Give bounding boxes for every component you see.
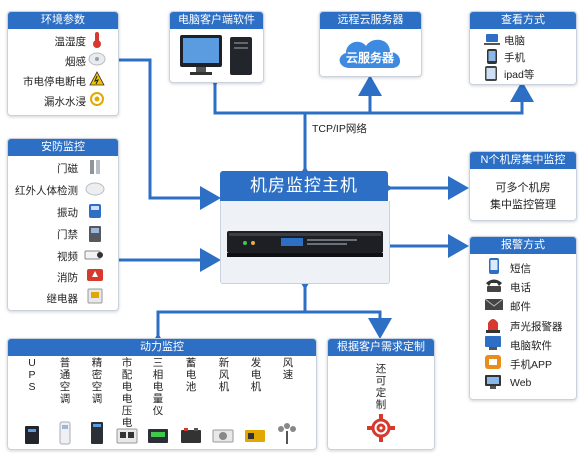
distribution-meter-icon — [116, 428, 138, 444]
relay-icon — [87, 288, 103, 304]
alarm-item: Web — [510, 377, 532, 389]
security-item: 红外人体检测 — [15, 185, 78, 197]
power-panel: 动力监控 UPS 普通空调 精密空调 市配电电压电流 三相电量仪 蓄电池 新风机… — [7, 338, 317, 450]
laptop-icon — [484, 34, 500, 45]
desktop-computer-icon — [180, 35, 252, 75]
alarm-title: 报警方式 — [470, 237, 576, 254]
alarm-item: 邮件 — [510, 301, 531, 313]
env-title: 环境参数 — [8, 12, 118, 29]
cloud-title: 远程云服务器 — [320, 12, 421, 29]
web-icon — [485, 375, 501, 389]
security-item: 视频 — [57, 251, 78, 263]
telephone-icon — [486, 279, 502, 292]
security-item: 继电器 — [46, 293, 79, 305]
door-magnet-icon — [90, 160, 100, 174]
power-title: 动力监控 — [8, 339, 316, 356]
env-item: 烟感 — [65, 56, 86, 68]
power-warning-icon — [89, 71, 105, 86]
power-col-label: 精密空调 — [91, 357, 103, 405]
network-label: TCP/IP网络 — [312, 123, 367, 135]
phone-icon — [487, 49, 497, 64]
power-meter-icon — [148, 429, 168, 443]
env-item: 漏水水浸 — [44, 96, 86, 108]
security-item: 门禁 — [57, 229, 78, 241]
bottom-bus — [146, 310, 392, 354]
env-item: 温湿度 — [54, 36, 87, 48]
power-col-label: 新风机 — [218, 357, 230, 393]
power-col-label: 普通空调 — [59, 357, 71, 405]
power-col-label: 三相电量仪 — [152, 357, 164, 417]
alarm-item: 声光报警器 — [510, 321, 563, 333]
env-panel: 环境参数 温湿度 烟感 市电停电断电 漏水水浸 — [7, 11, 119, 116]
rack-server-icon — [227, 231, 383, 257]
env-link — [100, 48, 221, 210]
ncenter-line1: 可多个机房 — [495, 182, 551, 194]
security-panel: 安防监控 门磁 红外人体检测 振动 门禁 视频 消防 继电器 — [7, 138, 119, 311]
alarm-item: 短信 — [510, 263, 531, 275]
ups-icon — [25, 426, 39, 444]
tablet-icon — [485, 66, 497, 81]
custom-text: 还可定制 — [375, 363, 387, 411]
camera-icon — [84, 250, 103, 260]
power-col-label: UPS — [28, 357, 36, 393]
alarm-item: 电话 — [510, 282, 531, 294]
host-device — [220, 201, 390, 284]
security-item: 门磁 — [57, 163, 78, 175]
env-item: 市电停电断电 — [23, 76, 86, 88]
cloud-icon — [339, 39, 401, 68]
generator-icon — [245, 430, 265, 442]
custom-title: 根据客户需求定制 — [328, 339, 434, 356]
ncenter-line2: 集中监控管理 — [490, 199, 556, 211]
view-panel: 查看方式 电脑 手机 ipad等 — [469, 11, 577, 85]
cloud-label: 云服务器 — [346, 51, 395, 65]
mobile-app-icon — [485, 355, 501, 369]
thermometer-icon — [93, 32, 101, 48]
alarm-item: 电脑软件 — [510, 340, 552, 352]
ncenter-title: N个机房集中监控 — [470, 152, 576, 169]
custom-panel: 根据客户需求定制 还可定制 — [327, 338, 435, 450]
sms-phone-icon — [489, 258, 499, 274]
power-col-label: 风速 — [282, 357, 294, 381]
view-title: 查看方式 — [470, 12, 576, 29]
host-title: 机房监控主机 — [220, 171, 388, 201]
access-control-icon — [89, 226, 101, 242]
pc-software-icon — [485, 336, 501, 350]
air-conditioner-icon — [59, 421, 71, 445]
security-title: 安防监控 — [8, 139, 118, 156]
siren-icon — [486, 319, 500, 333]
smoke-detector-icon — [88, 52, 106, 66]
gear-icon — [367, 414, 395, 442]
alarm-panel: 报警方式 短信 电话 邮件 声光报警器 电脑软件 手机APP Web — [469, 236, 577, 400]
cloud-panel: 远程云服务器 云服务器 — [319, 11, 422, 77]
power-col-label: 蓄电池 — [185, 357, 197, 393]
view-item: 电脑 — [504, 35, 525, 47]
water-sensor-icon — [90, 92, 104, 106]
pc-client-title: 电脑客户端软件 — [170, 12, 263, 29]
precision-ac-icon — [91, 422, 103, 444]
security-item: 振动 — [57, 207, 78, 219]
pc-client-panel: 电脑客户端软件 — [169, 11, 264, 83]
fresh-air-unit-icon — [212, 429, 234, 443]
view-item: 手机 — [504, 52, 525, 64]
vibration-sensor-icon — [89, 204, 101, 218]
email-icon — [484, 298, 504, 310]
anemometer-icon — [278, 423, 296, 444]
view-item: ipad等 — [504, 69, 535, 81]
ncenter-panel: N个机房集中监控 可多个机房 集中监控管理 — [469, 151, 577, 221]
infrared-sensor-icon — [85, 182, 105, 196]
security-item: 消防 — [57, 272, 78, 284]
battery-icon — [181, 428, 201, 443]
fire-icon — [87, 269, 103, 281]
power-col-label: 发电机 — [250, 357, 262, 393]
alarm-item: 手机APP — [510, 359, 553, 371]
